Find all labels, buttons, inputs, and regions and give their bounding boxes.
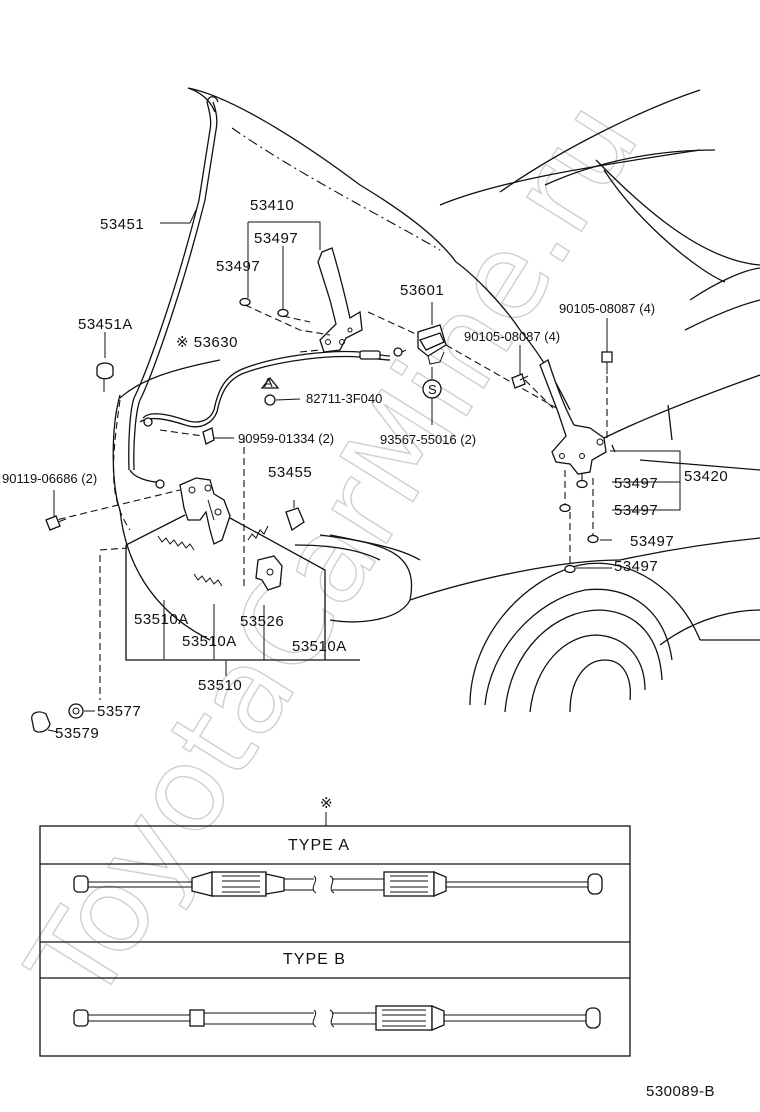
bolt-90105-right: [601, 318, 613, 440]
label-90105-b: 90105-08087 (4): [464, 329, 560, 344]
label-82711: 82711-3F040: [306, 391, 382, 406]
label-53455: 53455: [268, 464, 312, 481]
hood-latch-assy: [179, 477, 231, 545]
washer-left-2: [277, 308, 289, 318]
hood-hinge-left: [317, 247, 363, 353]
type-b-title: TYPE B: [283, 951, 346, 968]
clip-a-mark: A: [264, 375, 273, 390]
label-53630: ※ 53630: [176, 334, 238, 351]
label-53410: 53410: [250, 197, 294, 214]
label-53451: 53451: [100, 216, 144, 233]
bracket-53526: [255, 555, 283, 591]
clip-82711: A: [260, 375, 301, 406]
clip-53455: [285, 500, 305, 532]
car-body-outline: [112, 87, 760, 713]
type-a-title: TYPE A: [288, 837, 350, 854]
grommet-53451A: [96, 362, 114, 392]
reference-mark: ※: [320, 795, 333, 812]
label-53577: 53577: [97, 703, 141, 720]
label-53510: 53510: [198, 677, 242, 694]
label-90119: 90119-06686 (2): [2, 471, 97, 486]
release-cable: [139, 347, 407, 428]
spring-middle: [193, 573, 223, 587]
hood-hinge-right: [539, 359, 607, 475]
washer-right-1: [576, 479, 588, 489]
label-53497-d: 53497: [614, 502, 658, 519]
label-53510A-b: 53510A: [182, 633, 237, 650]
washer-right-3: [587, 534, 599, 544]
label-53497-c: 53497: [614, 475, 658, 492]
label-53497-b: 53497: [216, 258, 260, 275]
label-90959: 90959-01334 (2): [238, 431, 334, 446]
label-53497-f: 53497: [614, 558, 658, 575]
label-53526: 53526: [240, 613, 284, 630]
cable-type-b: [73, 1005, 601, 1031]
label-53497-a: 53497: [254, 230, 298, 247]
clip-90959: [159, 427, 234, 445]
label-90105-a: 90105-08087 (4): [559, 301, 655, 316]
washer-right-2: [559, 503, 571, 513]
cap-53579: [31, 711, 59, 733]
cable-types-box: TYPE A TYPE B: [39, 825, 631, 1057]
cable-type-a: [73, 871, 603, 897]
label-53510A-c: 53510A: [292, 638, 347, 655]
label-53510A-a: 53510A: [134, 611, 189, 628]
part-labels: 53410 53497 53497 53451 53451A ※ 53630 5…: [2, 197, 728, 742]
label-53497-e: 53497: [630, 533, 674, 550]
leader-lines: [104, 209, 681, 569]
bolt-s-mark: S: [428, 382, 437, 397]
bolt-90119: [45, 490, 67, 531]
label-53451A: 53451A: [78, 316, 133, 333]
label-93567: 93567-55016 (2): [380, 432, 476, 447]
washer-right-4: [564, 564, 576, 574]
label-53420: 53420: [684, 468, 728, 485]
label-53579: 53579: [55, 725, 99, 742]
hood-lock-53601: [367, 302, 561, 411]
bolt-93567: S: [422, 367, 442, 425]
label-53601: 53601: [400, 282, 444, 299]
bolt-90105-left: [511, 345, 556, 411]
spring-left: [157, 535, 195, 551]
nut-53577: [68, 703, 95, 719]
hood-support-rod: [128, 96, 219, 489]
diagram-code: 530089-B: [646, 1083, 715, 1100]
washer-left-1: [239, 297, 251, 307]
